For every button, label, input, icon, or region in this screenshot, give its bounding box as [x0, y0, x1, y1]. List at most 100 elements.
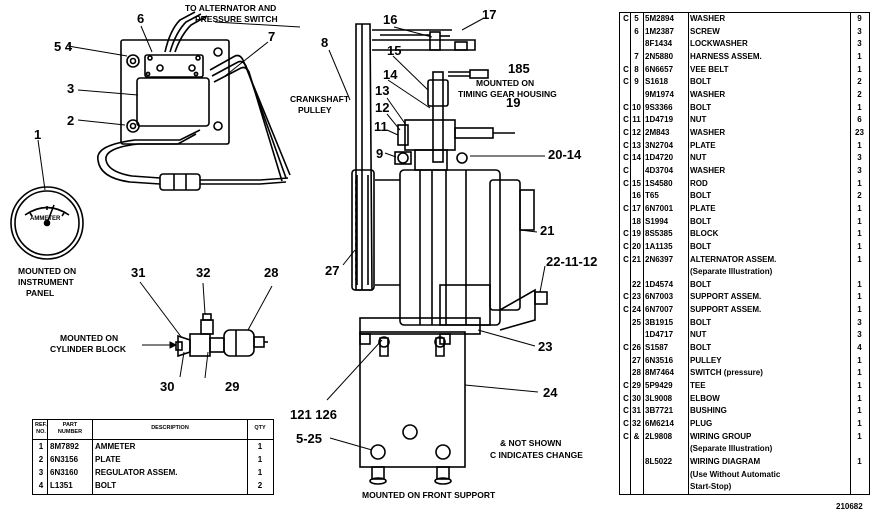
callout-14: 14: [383, 67, 398, 82]
gauge-face-text: AMMETER: [30, 216, 61, 222]
change-mark: C: [623, 393, 629, 403]
change-mark: C: [623, 431, 629, 441]
description: BOLT: [690, 241, 712, 251]
description: BUSHING: [690, 406, 727, 416]
harness-wires: [97, 11, 291, 191]
table-header-row: REF. NO. PART NUMBER DESCRIPTION QTY: [33, 422, 273, 438]
ref-number: 27: [632, 355, 641, 365]
ammeter-gauge: [10, 186, 84, 260]
part-number: 8F1434: [645, 39, 673, 49]
change-mark: C: [623, 14, 629, 23]
ref-number: 2: [38, 455, 44, 464]
callout-19: 19: [506, 95, 521, 110]
quantity: 1: [857, 431, 862, 441]
callout-5-25: 5-25: [296, 431, 323, 446]
part-number: 3B7721: [645, 406, 674, 416]
part-number: 3L9008: [645, 393, 673, 403]
part-number: 1A1135: [645, 241, 673, 251]
caption-timing-2: TIMING GEAR HOUSING: [458, 89, 557, 99]
ref-number: 26: [632, 343, 641, 353]
change-mark: C: [623, 292, 629, 302]
ref-number: 23: [632, 292, 641, 302]
description: PULLEY: [690, 355, 722, 365]
change-mark: C: [623, 64, 629, 74]
quantity: 1: [257, 468, 263, 477]
part-number: 6M6214: [645, 419, 674, 429]
adjusting-block: [394, 119, 515, 171]
description: (Use Without Automatic: [690, 469, 781, 479]
part-number: 6N7001: [645, 203, 674, 213]
quantity: 1: [857, 406, 862, 416]
callout-24: 24: [543, 385, 558, 400]
change-mark: C: [623, 165, 629, 175]
col-divider: [850, 13, 851, 494]
quantity: 1: [857, 51, 862, 61]
callout-9: 9: [376, 146, 384, 161]
quantity: 1: [857, 229, 862, 239]
caption-cylinder-2: CYLINDER BLOCK: [50, 344, 127, 354]
callout-22-11-12: 22-11-12: [546, 254, 598, 269]
change-mark: C: [623, 406, 629, 416]
callout-28: 28: [264, 265, 279, 280]
caption-instrument-2: INSTRUMENT: [18, 277, 74, 287]
ref-number: 1: [38, 442, 44, 451]
header-part: PART NUMBER: [57, 422, 83, 435]
part-number: 8M7892: [50, 442, 79, 451]
ref-number: 30: [632, 393, 641, 403]
callout-121-126: 121 126: [290, 407, 337, 422]
description: (Separate Illustration): [690, 444, 773, 454]
ref-number: 3: [38, 468, 44, 477]
description: WASHER: [690, 14, 726, 23]
quantity: 1: [857, 140, 862, 150]
ref-number: 14: [632, 153, 641, 163]
callout-2: 2: [67, 113, 75, 128]
quantity: 1: [857, 305, 862, 315]
description: ALTERNATOR ASSEM.: [690, 254, 777, 264]
ref-number: 19: [632, 229, 641, 239]
quantity: 23: [855, 127, 864, 137]
ref-number: 25: [632, 317, 641, 327]
quantity: 2: [857, 191, 862, 201]
alternator-assembly: [375, 169, 548, 331]
callout-29: 29: [225, 379, 240, 394]
ref-number: 9: [634, 77, 639, 87]
quantity: 2: [257, 481, 263, 490]
part-number: 6N3156: [50, 455, 79, 464]
change-mark: C: [623, 115, 629, 125]
change-mark: C: [623, 241, 629, 251]
quantity: 1: [857, 64, 862, 74]
part-number: 5M2894: [645, 14, 674, 23]
part-number: 1D4574: [645, 279, 674, 289]
part-number: 2N5880: [645, 51, 674, 61]
description: BOLT: [690, 343, 712, 353]
part-number: 1D4720: [645, 153, 674, 163]
header-desc: DESCRIPTION: [151, 425, 189, 431]
part-number: T65: [645, 191, 659, 201]
quantity: 3: [857, 26, 862, 36]
part-number: 1S4580: [645, 178, 673, 188]
part-number: 2M843: [645, 127, 670, 137]
description: SUPPORT ASSEM.: [690, 292, 762, 302]
callout-32: 32: [196, 265, 211, 280]
description: WIRING GROUP: [690, 431, 752, 441]
description: REGULATOR ASSEM.: [95, 468, 178, 477]
callout-7: 7: [268, 29, 276, 44]
col-divider: [247, 420, 248, 494]
ref-number: 24: [632, 305, 641, 315]
quantity: 9: [857, 14, 862, 23]
change-mark: C: [623, 305, 629, 315]
description: VEE BELT: [690, 64, 729, 74]
callout-30: 30: [160, 379, 175, 394]
callout-12: 12: [375, 100, 390, 115]
caption-to-alternator-1: TO ALTERNATOR AND: [185, 3, 277, 13]
quantity: 1: [857, 279, 862, 289]
ref-number: 32: [632, 419, 641, 429]
description: WASHER: [690, 127, 726, 137]
callout-21: 21: [540, 223, 555, 238]
pressure-switch-assembly: [175, 313, 268, 358]
part-number: 6N6657: [645, 64, 674, 74]
description: PLATE: [690, 203, 716, 213]
description: NUT: [690, 115, 707, 125]
change-mark: C: [623, 203, 629, 213]
